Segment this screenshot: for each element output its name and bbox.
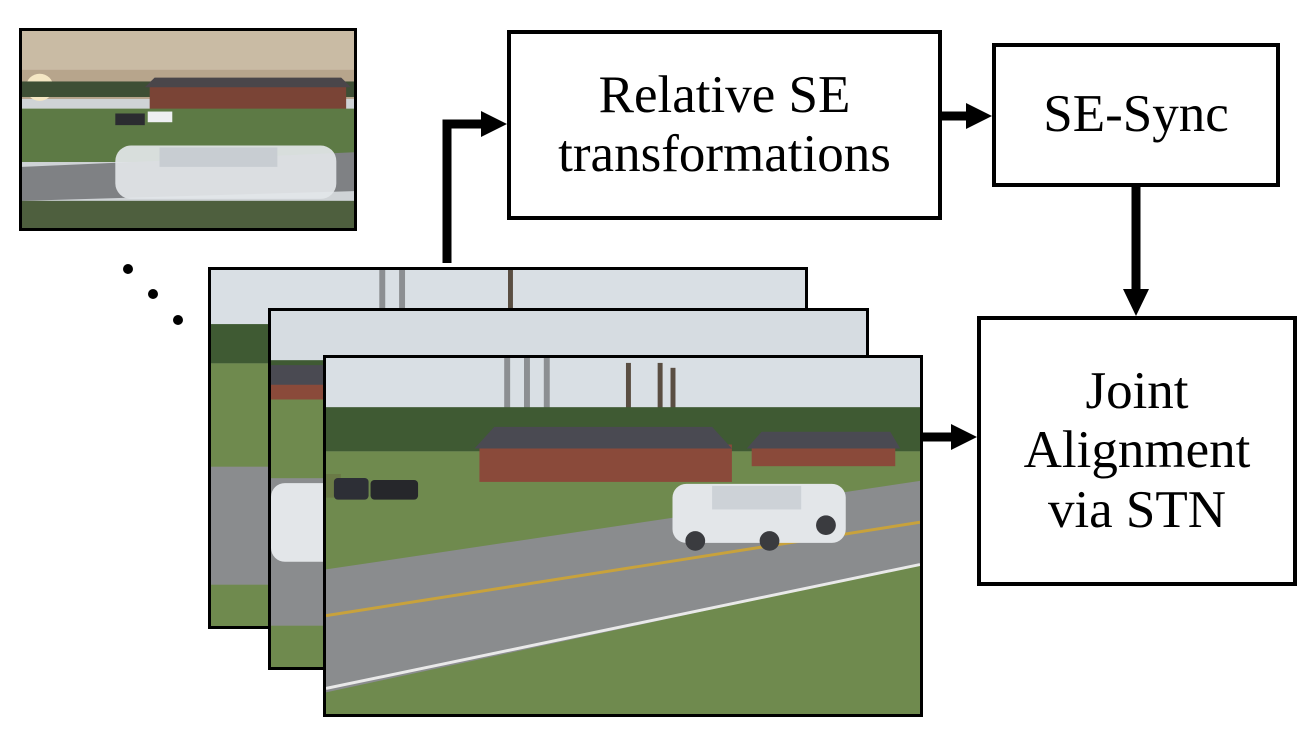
joint-line3: via STN [1047, 480, 1227, 539]
arrow-right-icon [442, 111, 507, 263]
joint-line2: Alignment [1023, 421, 1251, 480]
arrow-right-icon [923, 424, 977, 450]
ellipsis-dot [148, 289, 158, 299]
joint-line1: Joint [1085, 361, 1189, 420]
se-sync-label: SE-Sync [1043, 85, 1229, 144]
arrow-right-icon [942, 103, 992, 129]
relative-se-line1: Relative SE [598, 65, 851, 124]
ellipsis-dot [123, 264, 133, 274]
video-frame-image [326, 358, 920, 714]
se-sync-box: SE-Sync [992, 43, 1280, 187]
video-frame-image [22, 31, 354, 228]
joint-alignment-stn-box: Joint Alignment via STN [977, 316, 1297, 586]
relative-se-line2: transformations [558, 125, 891, 183]
relative-se-transformations-box: Relative SE transformations [507, 30, 942, 220]
arrow-down-icon [1123, 187, 1149, 316]
video-frame-top [19, 28, 357, 231]
video-frame-front [323, 355, 923, 717]
ellipsis-dot [173, 315, 183, 325]
